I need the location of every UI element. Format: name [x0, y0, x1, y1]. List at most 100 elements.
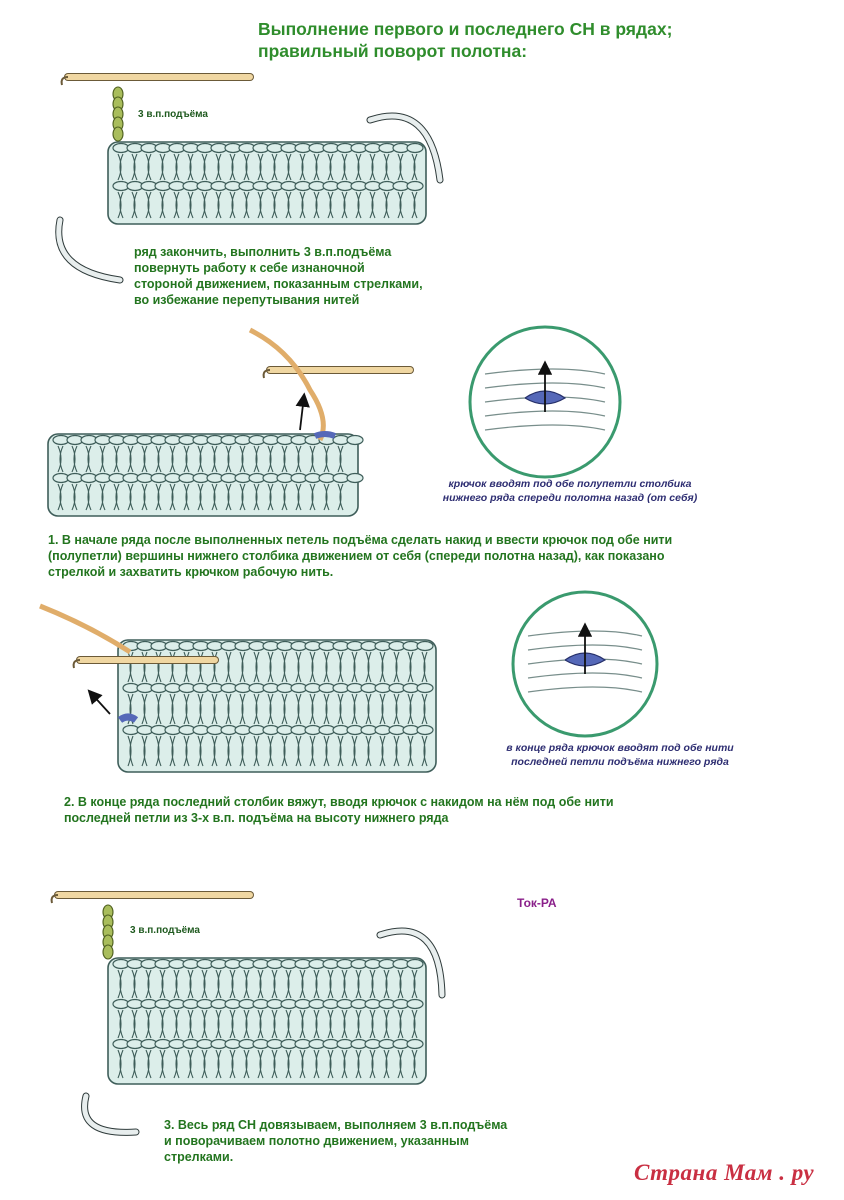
insert-arrow [295, 392, 310, 431]
detail-stitch [484, 382, 606, 389]
stitch-post [323, 693, 330, 725]
detail-stitch [527, 686, 643, 693]
fabric-body [107, 957, 427, 1085]
stitch-post [197, 445, 204, 473]
section2-text-line: стрелкой и захватить крючком рабочую нит… [48, 565, 334, 579]
stitch-post [145, 1009, 152, 1039]
stitch-post [187, 153, 194, 181]
stitch-post [117, 969, 124, 999]
caption-line: крючок вводят под обе полупетли столбика [448, 478, 692, 490]
stitch-post [197, 693, 204, 725]
section4-chain [102, 904, 114, 960]
stitch-post [281, 693, 288, 725]
stitch-post [145, 191, 152, 219]
section3-circle-caption: в конце ряда крючок вводят под обе нити … [480, 741, 760, 769]
section3-text: 2. В конце ряда последний столбик вяжут,… [64, 794, 764, 826]
stitch-top [416, 640, 434, 652]
stitch-post [271, 969, 278, 999]
stitch-post [117, 153, 124, 181]
stitch-post [215, 969, 222, 999]
stitch-post [411, 191, 418, 219]
hook-tip [60, 76, 69, 86]
stitch-post [285, 1009, 292, 1039]
stitch-post [411, 153, 418, 181]
section1-text-line: повернуть работу к себе изнаночной [134, 261, 365, 275]
section2-text: 1. В начале ряда после выполненных петел… [48, 532, 808, 580]
stitch-post [145, 1049, 152, 1079]
stitch-post [229, 153, 236, 181]
section1-fabric [107, 141, 427, 225]
stitch-post [281, 651, 288, 683]
stitch-post [169, 693, 176, 725]
stitch-post [155, 693, 162, 725]
stitch-post [313, 191, 320, 219]
stitch-post [173, 191, 180, 219]
section4-turn-arrow-bottom [81, 1092, 140, 1136]
stitch-post [211, 693, 218, 725]
stitch-post [267, 693, 274, 725]
stitch-post [411, 1009, 418, 1039]
stitch-top [406, 1038, 424, 1050]
stitch-post [313, 1009, 320, 1039]
stitch-post [141, 651, 148, 683]
stitch-post [155, 445, 162, 473]
section3-hook [39, 603, 219, 723]
stitch-post [299, 153, 306, 181]
stitch-post [323, 651, 330, 683]
stitch-post [131, 153, 138, 181]
stitch-post [131, 969, 138, 999]
stitch-post [341, 153, 348, 181]
stitch-post [169, 445, 176, 473]
stitch-post [285, 191, 292, 219]
stitch-post [323, 445, 330, 473]
stitch-post [383, 153, 390, 181]
section2-text-line: 1. В начале ряда после выполненных петел… [48, 533, 673, 547]
stitch-post [159, 153, 166, 181]
stitch-post [113, 483, 120, 511]
section3-fabric [117, 639, 437, 773]
stitch-post [243, 191, 250, 219]
stitch-post [229, 191, 236, 219]
stitch-post [201, 191, 208, 219]
stitch-post [197, 651, 204, 683]
blue-loop [313, 431, 337, 439]
arrow-body [56, 217, 123, 283]
stitch-post [71, 483, 78, 511]
stitch-post [295, 693, 302, 725]
stitch-post [327, 1049, 334, 1079]
detail-stitch [527, 644, 643, 651]
stitch-post [365, 651, 372, 683]
stitch-post [243, 1009, 250, 1039]
stitch-post [271, 1049, 278, 1079]
stitch-post [421, 693, 428, 725]
stitch-post [211, 651, 218, 683]
section1-text-line: стороной движением, показанным стрелками… [134, 277, 423, 291]
stitch-post [215, 153, 222, 181]
yarn-strand [248, 327, 326, 442]
detail-stitch [484, 368, 606, 375]
stitch-post [197, 735, 204, 767]
stitch-post [327, 1009, 334, 1039]
stitch-post [225, 693, 232, 725]
stitch-post [257, 1049, 264, 1079]
stitch-post [411, 1049, 418, 1079]
section4-text-line: 3. Весь ряд СН довязываем, выполняем 3 в… [164, 1118, 508, 1132]
stitch-post [341, 191, 348, 219]
stitch-post [131, 1009, 138, 1039]
stitch-post [127, 735, 134, 767]
stitch-post [225, 735, 232, 767]
caption-line: нижнего ряда спереди полотна назад (от с… [442, 492, 698, 504]
detail-stitch [484, 410, 606, 417]
stitch-post [313, 1049, 320, 1079]
stitch-post [393, 735, 400, 767]
stitch-post [337, 483, 344, 511]
stitch-post [393, 693, 400, 725]
stitch-post [323, 735, 330, 767]
stitch-post [173, 1009, 180, 1039]
stitch-post [327, 969, 334, 999]
stitch-post [229, 1049, 236, 1079]
stitch-post [351, 693, 358, 725]
stitch-post [285, 1049, 292, 1079]
stitch-post [57, 445, 64, 473]
stitch-post [215, 1009, 222, 1039]
